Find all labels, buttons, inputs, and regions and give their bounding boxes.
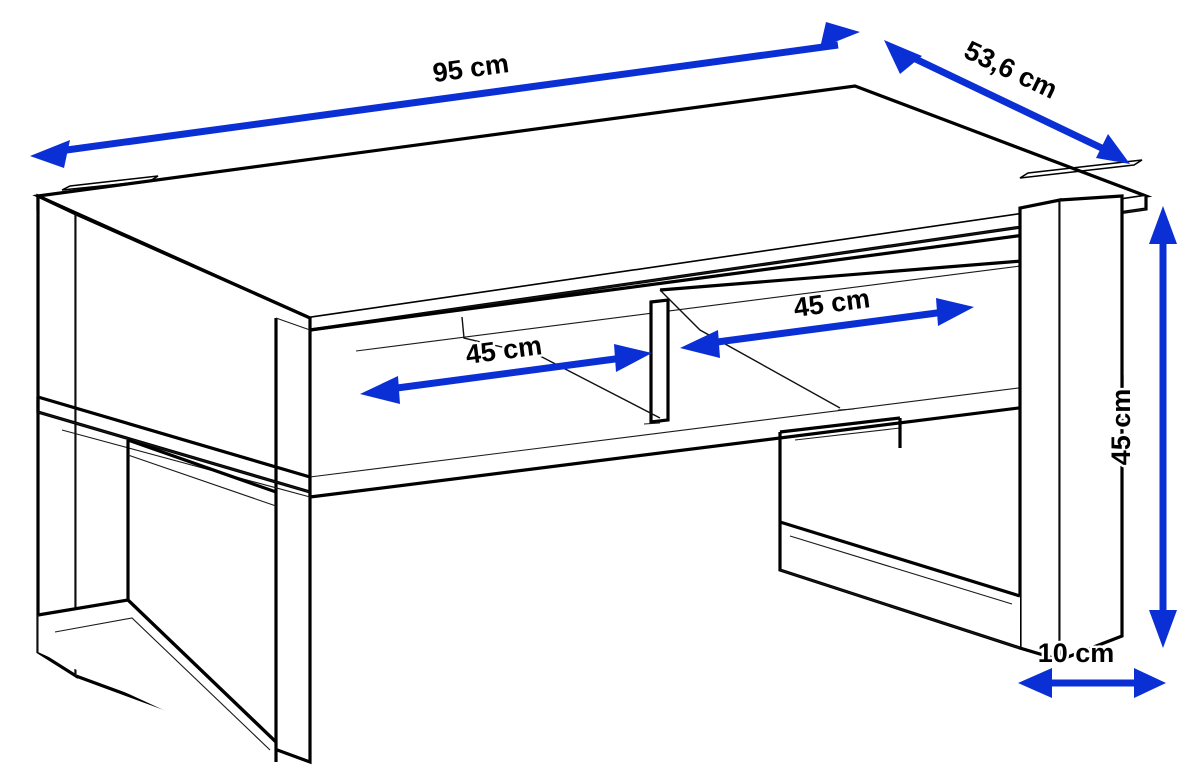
dimension-label-leg-thickness: 10 cm — [1038, 638, 1115, 668]
left-lower-cavity — [127, 438, 277, 507]
dimension-label-shelf-right: 45 cm — [792, 283, 872, 323]
dimension-label-depth: 53,6 cm — [960, 35, 1062, 105]
right-side-panel — [1018, 194, 1124, 663]
center-divider — [649, 298, 670, 424]
bottom-shelf-left — [37, 440, 278, 762]
dimension-leg-thickness-10cm: 10 cm — [1018, 636, 1166, 698]
dimension-shelf-left-45cm: 45 cm — [360, 328, 652, 404]
dimension-label-height: 45 cm — [1106, 389, 1136, 466]
left-inner-panel — [274, 317, 311, 742]
middle-shelf — [36, 374, 1124, 499]
furniture-illustration — [32, 84, 1153, 765]
shelf-joint-marks — [643, 408, 855, 425]
dimension-label-width: 95 cm — [431, 48, 511, 88]
dimension-shelf-right-45cm: 45 cm — [680, 281, 974, 358]
bottom-shelf-right — [778, 416, 1021, 650]
dimension-height-45cm: 45 cm — [1104, 206, 1177, 648]
